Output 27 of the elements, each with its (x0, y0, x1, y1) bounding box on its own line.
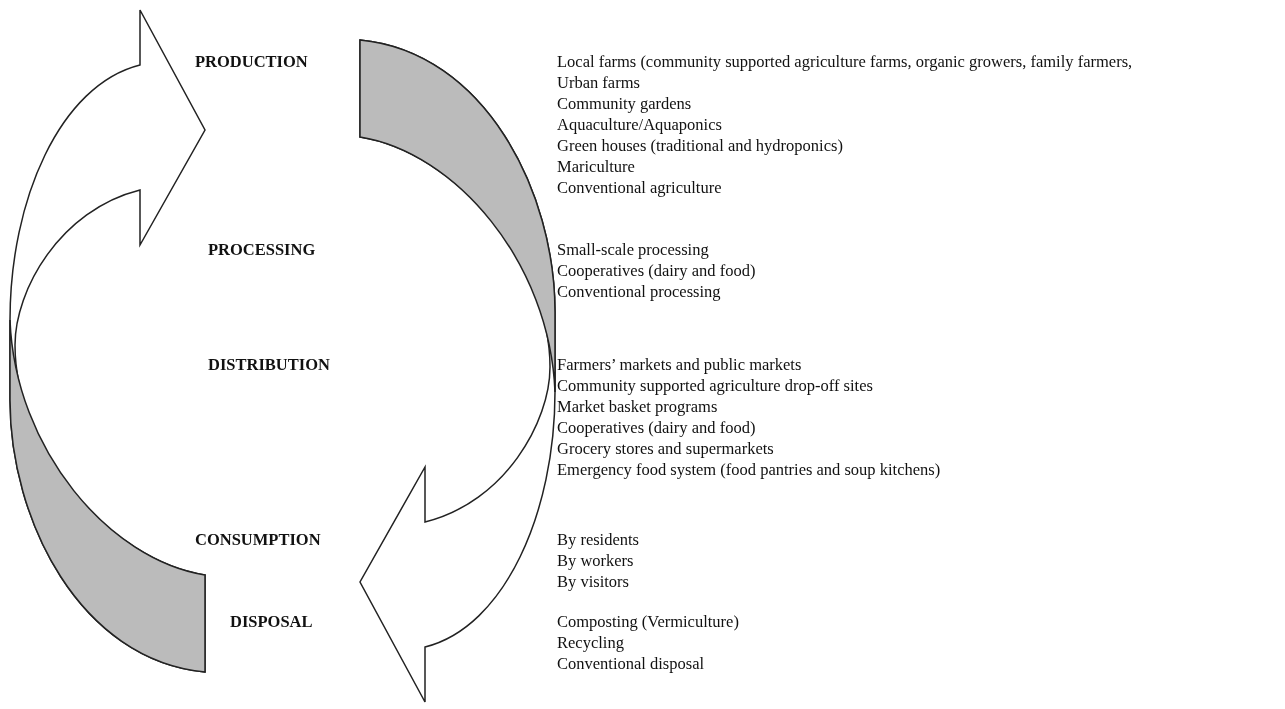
list-item: By workers (557, 551, 634, 571)
list-item: Emergency food system (food pantries and soup kitchens) (557, 460, 941, 480)
list-item: Farmers’ markets and public markets (557, 355, 802, 375)
list-item: Market basket programs (557, 397, 718, 417)
list-item: Local farms (community supported agriculture farms, organic growers, family farmers, (557, 52, 1133, 72)
list-item: Community gardens (557, 94, 692, 114)
list-item: Mariculture (557, 157, 635, 177)
list-item: By visitors (557, 572, 629, 592)
list-item: Cooperatives (dairy and food) (557, 261, 756, 281)
list-item: Conventional processing (557, 282, 721, 302)
list-item: Grocery stores and supermarkets (557, 439, 774, 459)
list-item: Recycling (557, 633, 624, 653)
list-item: Small-scale processing (557, 240, 709, 260)
list-item: Urban farms (557, 73, 640, 93)
list-item: Green houses (traditional and hydroponics) (557, 136, 843, 156)
stage-label: PROCESSING (208, 240, 316, 260)
list-item: Conventional disposal (557, 654, 705, 674)
list-item: Composting (Vermiculture) (557, 612, 739, 632)
stage-label: PRODUCTION (195, 52, 308, 72)
stage-label: DISPOSAL (230, 612, 313, 632)
list-item: Community supported agriculture drop-off sites (557, 376, 873, 396)
stage-label: DISTRIBUTION (208, 355, 330, 375)
list-item: Cooperatives (dairy and food) (557, 418, 756, 438)
list-item: By residents (557, 530, 640, 550)
list-item: Conventional agriculture (557, 178, 722, 198)
stage-label: CONSUMPTION (195, 530, 321, 550)
list-item: Aquaculture/Aquaponics (557, 115, 722, 135)
